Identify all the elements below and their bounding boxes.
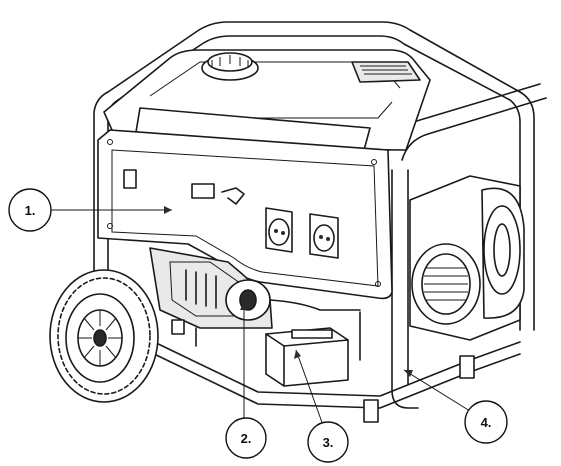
callout-1: 1. — [8, 188, 52, 232]
callout-2: 2. — [225, 417, 267, 459]
base-frame — [149, 311, 521, 423]
callout-4-label: 4. — [481, 415, 492, 430]
engine-switch — [123, 169, 137, 189]
wheel — [49, 269, 159, 403]
fuel-gauge — [351, 61, 421, 83]
power-socket-left — [265, 207, 293, 253]
battery — [265, 327, 349, 387]
control-panel — [97, 129, 393, 300]
circuit-breaker — [191, 183, 215, 199]
callout-1-label: 1. — [25, 203, 36, 218]
callout-4: 4. — [464, 400, 508, 444]
foot-rear — [459, 355, 475, 379]
callout-leaders — [50, 206, 479, 429]
foot-front — [363, 399, 379, 423]
callout-2-label: 2. — [241, 431, 252, 446]
ground-terminal — [221, 187, 245, 205]
alternator — [409, 175, 525, 341]
fuel-tank — [103, 49, 431, 151]
power-socket-right — [309, 213, 339, 259]
callout-3: 3. — [307, 421, 349, 463]
callout-3-label: 3. — [323, 435, 334, 450]
